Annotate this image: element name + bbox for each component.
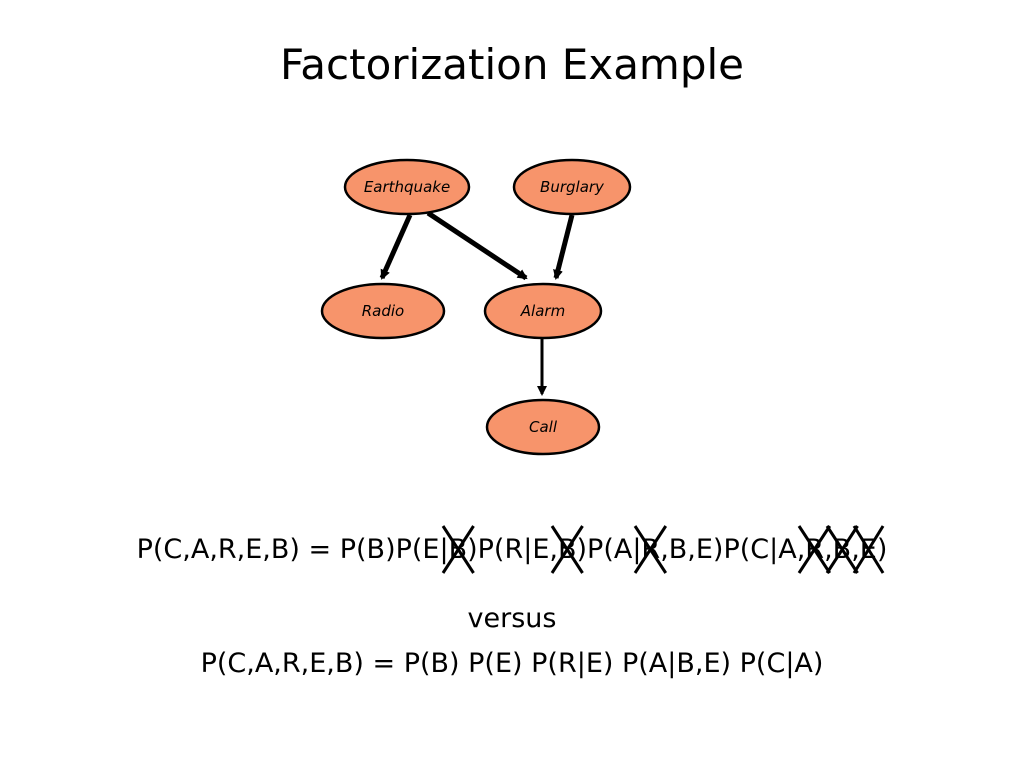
- crossed-term-1: B: [449, 534, 468, 565]
- node-label-burglary: Burglary: [540, 178, 605, 196]
- cross-mark-icon: [854, 526, 883, 573]
- eq1-part-5: ,: [824, 534, 833, 565]
- cross-mark-icon: [635, 526, 666, 573]
- node-label-call: Call: [529, 418, 558, 436]
- crossed-term-2: B: [558, 534, 577, 565]
- edge-earthquake-alarm: [426, 210, 528, 281]
- edge-earthquake-radio: [379, 213, 413, 280]
- node-burglary: Burglary: [512, 158, 632, 216]
- crossed-term-3: R: [641, 534, 660, 565]
- eq1-part-7: ): [876, 534, 888, 565]
- node-label-radio: Radio: [362, 302, 404, 320]
- crossed-term-5: B: [833, 534, 852, 565]
- cross-mark-icon: [827, 526, 858, 573]
- crossed-term-6: E: [860, 534, 877, 565]
- versus-label: versus: [467, 603, 557, 634]
- full-chain-rule-equation: P(C,A,R,E,B) = P(B)P(E|B)P(R|E,B)P(A|R,B…: [0, 534, 1024, 565]
- cross-mark-icon: [443, 526, 474, 573]
- diagram-nodes: Earthquake Burglary Radio Alarm Call: [320, 158, 632, 456]
- eq1-part-3: )P(A|: [576, 534, 642, 565]
- eq1-part-2: )P(R|E,: [467, 534, 558, 565]
- slide-title: Factorization Example: [279, 40, 745, 89]
- cross-mark-icon: [552, 526, 583, 573]
- diagram-edges: [379, 210, 575, 396]
- node-call: Call: [485, 398, 601, 456]
- crossed-term-4: R: [805, 534, 824, 565]
- node-label-alarm: Alarm: [520, 302, 565, 320]
- edge-burglary-alarm: [553, 214, 575, 280]
- node-radio: Radio: [320, 282, 446, 340]
- factorized-equation: P(C,A,R,E,B) = P(B) P(E) P(R|E) P(A|B,E)…: [200, 648, 824, 679]
- node-earthquake: Earthquake: [343, 158, 471, 216]
- node-label-earthquake: Earthquake: [364, 178, 450, 196]
- node-alarm: Alarm: [483, 282, 603, 340]
- eq1-part-4: ,B,E)P(C|A,: [660, 534, 806, 565]
- cross-mark-icon: [799, 526, 830, 573]
- eq1-part-6: ,: [851, 534, 860, 565]
- eq1-part-lhs: P(C,A,R,E,B) = P(B)P(E|: [136, 534, 449, 565]
